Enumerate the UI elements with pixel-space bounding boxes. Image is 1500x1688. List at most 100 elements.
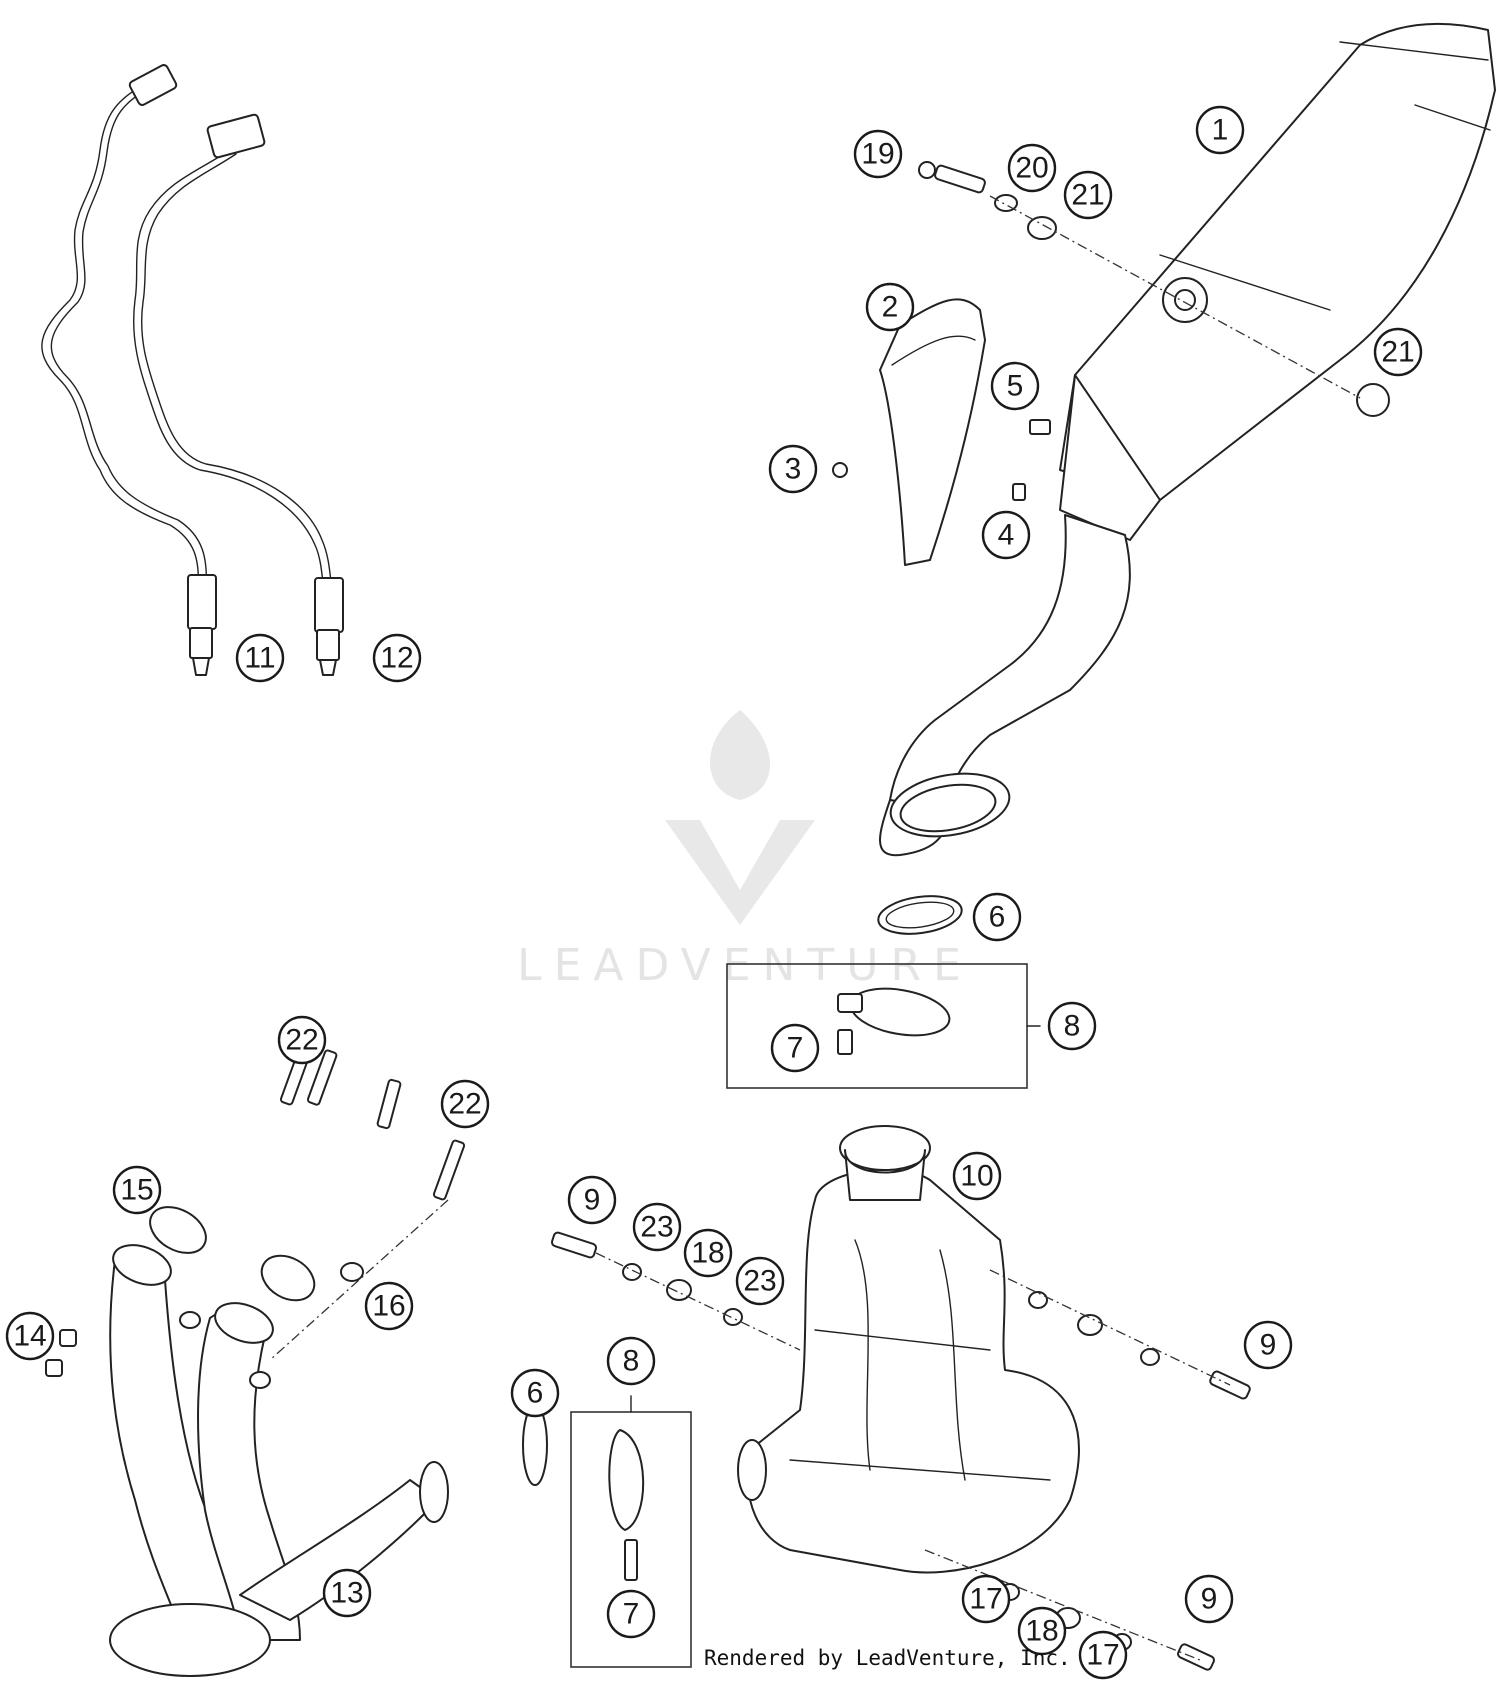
callout-18: 18 (1017, 1606, 1067, 1656)
callout-4: 4 (981, 510, 1031, 560)
callout-number: 8 (1064, 1010, 1081, 1043)
callout-number: 2 (882, 291, 899, 324)
callout-number: 22 (448, 1088, 481, 1121)
callout-21: 21 (1373, 327, 1423, 377)
screw-7-lower (624, 1539, 638, 1581)
sealing-ring-upper (877, 895, 963, 935)
callout-circle (961, 1574, 1011, 1624)
callout-1: 1 (1195, 105, 1245, 155)
callout-circle (1373, 327, 1423, 377)
callout-circle (768, 444, 818, 494)
callout-circle (372, 633, 422, 683)
watermark-brand-text: LEADVENTURE (517, 940, 973, 991)
callout-number: 15 (120, 1174, 153, 1207)
callout-number: 18 (691, 1237, 724, 1270)
callout-circle (1078, 1630, 1128, 1680)
callout-number: 17 (969, 1583, 1002, 1616)
callout-9: 9 (567, 1175, 617, 1225)
exhaust-header-13 (109, 1244, 449, 1677)
callout-circle (1047, 1001, 1097, 1051)
callout-13: 13 (322, 1568, 372, 1618)
callout-20: 20 (1007, 143, 1057, 193)
callout-circle (606, 1589, 656, 1639)
callout-circle (567, 1175, 617, 1225)
callout-circle (364, 1281, 414, 1331)
callout-circle (440, 1079, 490, 1129)
oxygen-sensor-11 (41, 64, 217, 676)
callout-9: 9 (1184, 1574, 1234, 1624)
callout-number: 4 (998, 519, 1015, 552)
callout-21: 21 (1063, 170, 1113, 220)
screw-3 (832, 462, 848, 478)
callout-number: 23 (640, 1211, 673, 1244)
callout-number: 18 (1025, 1615, 1058, 1648)
callout-14: 14 (5, 1311, 55, 1361)
callout-number: 3 (785, 453, 802, 486)
callout-11: 11 (235, 633, 285, 683)
nut-14a (59, 1329, 77, 1347)
callout-circle (277, 1015, 327, 1065)
callout-17: 17 (1078, 1630, 1128, 1680)
callout-circle (770, 1023, 820, 1073)
exhaust-box-10 (737, 1125, 1080, 1574)
leadventure-flame-logo (665, 710, 815, 925)
callout-17: 17 (961, 1574, 1011, 1624)
callout-number: 11 (244, 642, 275, 675)
callout-number: 13 (330, 1577, 363, 1610)
callout-number: 6 (989, 901, 1006, 934)
callout-16: 16 (364, 1281, 414, 1331)
callout-number: 21 (1071, 179, 1104, 212)
muffler-mount-hardware (918, 161, 1390, 417)
nut-16 (340, 1262, 364, 1282)
callout-circle (865, 282, 915, 332)
callout-circle (1017, 1606, 1067, 1656)
hose-clamp-lower (608, 1429, 645, 1531)
callout-circle (735, 1256, 785, 1306)
callout-circle (952, 1151, 1002, 1201)
callout-number: 22 (285, 1024, 318, 1057)
callout-number: 23 (743, 1265, 776, 1298)
callout-circle (606, 1336, 656, 1386)
callout-number: 5 (1007, 370, 1024, 403)
callout-circle (5, 1311, 55, 1361)
clip-5 (1029, 419, 1051, 435)
callout-12: 12 (372, 633, 422, 683)
callout-6: 6 (510, 1368, 560, 1418)
callout-circle (1184, 1574, 1234, 1624)
callout-3: 3 (768, 444, 818, 494)
callout-7: 7 (770, 1023, 820, 1073)
callout-number: 9 (1201, 1583, 1218, 1616)
callout-15: 15 (112, 1165, 162, 1215)
callout-circle (1063, 170, 1113, 220)
callout-circle (683, 1228, 733, 1278)
callout-number: 7 (623, 1598, 640, 1631)
callout-10: 10 (952, 1151, 1002, 1201)
callout-23: 23 (632, 1202, 682, 1252)
heat-shield (879, 298, 986, 566)
callout-number: 6 (527, 1377, 544, 1410)
callout-7: 7 (606, 1589, 656, 1639)
stud-bolts (279, 1044, 466, 1201)
nut-4 (1012, 483, 1026, 501)
callout-number: 21 (1381, 336, 1414, 369)
gasket-15b (260, 1254, 316, 1302)
callout-8: 8 (606, 1336, 656, 1386)
callout-number: 8 (623, 1345, 640, 1378)
callout-2: 2 (865, 282, 915, 332)
callout-number: 19 (861, 138, 894, 171)
callout-22: 22 (277, 1015, 327, 1065)
gasket-15a (149, 1206, 207, 1254)
callout-number: 7 (787, 1032, 804, 1065)
callout-22: 22 (440, 1079, 490, 1129)
callout-9: 9 (1243, 1320, 1293, 1370)
muffler-assembly (879, 22, 1496, 857)
callout-number: 9 (1260, 1329, 1277, 1362)
exhaust-box-hardware (550, 1231, 1251, 1671)
callout-circle (510, 1368, 560, 1418)
callout-number: 20 (1015, 152, 1048, 185)
callout-number: 12 (380, 642, 413, 675)
screw-7-upper (837, 1029, 853, 1055)
callout-circle (112, 1165, 162, 1215)
watermark: LEADVENTURE (517, 710, 973, 991)
